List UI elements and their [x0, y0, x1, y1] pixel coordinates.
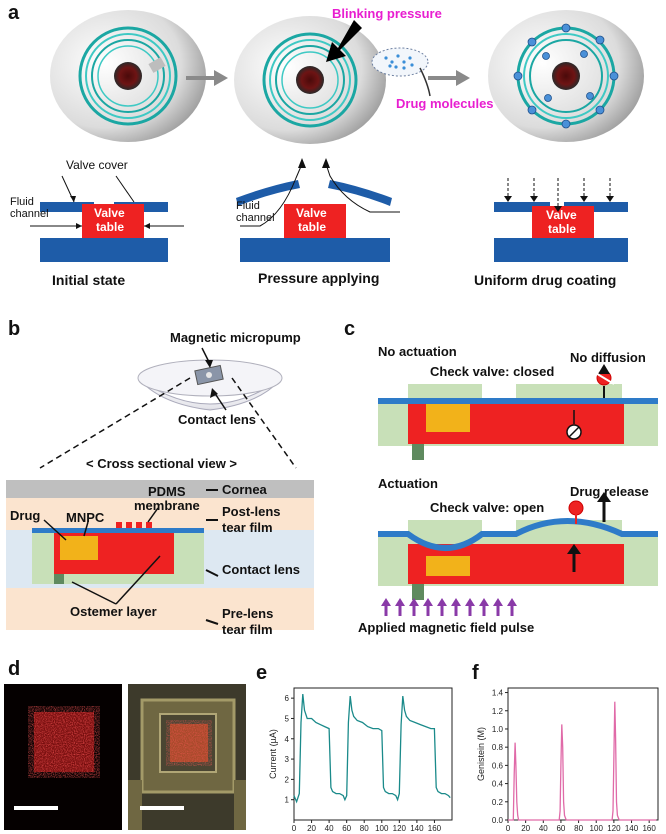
label-cornea: Cornea — [222, 482, 267, 497]
x-tick-label: 0 — [292, 824, 297, 833]
label-table-3: table — [548, 222, 577, 236]
label-actuation: Actuation — [378, 476, 438, 491]
y-tick-label: 2 — [285, 775, 290, 784]
plot-frame-e — [293, 687, 453, 821]
scale-bar — [140, 806, 184, 810]
y-tick-label: 6 — [285, 694, 290, 703]
y-tick-label: 5 — [285, 714, 290, 723]
x-tick-label: 160 — [642, 824, 656, 833]
label-no-diffusion: No diffusion — [570, 350, 646, 365]
plot-frame-f — [507, 687, 659, 821]
label-pdms-1: PDMS — [148, 484, 186, 499]
scale-bar — [14, 806, 58, 810]
post-lens-tear-film — [6, 498, 314, 530]
series-line-f — [508, 701, 657, 821]
label-channel-1: channel — [10, 208, 49, 220]
label-check-closed: Check valve: closed — [430, 364, 555, 379]
label-valve-3: Valve — [546, 208, 577, 222]
x-tick-label: 80 — [574, 824, 583, 833]
label-drug-molecules: Drug molecules — [396, 96, 494, 111]
label-channel-2: channel — [236, 212, 275, 224]
label-post-lens-1: Post-lens — [222, 504, 281, 519]
y-tick-label: 0.4 — [492, 780, 504, 789]
pre-lens-tear-film — [6, 588, 314, 630]
x-tick-label: 20 — [521, 824, 530, 833]
y-tick-label: 0.2 — [492, 798, 504, 807]
arrow-right-icon — [428, 70, 470, 86]
x-tick-label: 0 — [506, 824, 511, 833]
panel-letter-a: a — [8, 2, 20, 24]
label-ostemer: Ostemer layer — [70, 604, 157, 619]
x-tick-label: 160 — [428, 824, 442, 833]
label-magnetic-micropump: Magnetic micropump — [170, 330, 301, 345]
label-valve-cover: Valve cover — [66, 158, 128, 172]
label-contact-lens: Contact lens — [222, 562, 301, 577]
cornea-layer — [6, 480, 314, 498]
y-tick-label: 0.8 — [492, 743, 504, 752]
eye-pressure — [234, 16, 431, 144]
label-valve-1: Valve — [94, 206, 125, 220]
y-tick-label: 1.2 — [492, 707, 504, 716]
label-field-pulse: Applied magnetic field pulse — [358, 620, 535, 635]
x-tick-label: 40 — [539, 824, 548, 833]
label-valve-2: Valve — [296, 206, 327, 220]
x-tick-label: 100 — [590, 824, 604, 833]
panel-letter-d: d — [8, 658, 21, 680]
y-tick-label: 1.0 — [492, 725, 504, 734]
panel-letter-f: f — [472, 662, 479, 684]
y-tick-label: 1.4 — [492, 689, 504, 698]
label-mnpc: MNPC — [66, 510, 105, 525]
label-cross-section: < Cross sectional view > — [86, 456, 238, 471]
panel-letter-c: c — [344, 318, 356, 340]
valve-uniform — [494, 178, 628, 262]
label-fluid-1: Fluid — [10, 196, 34, 208]
label-blinking-pressure: Blinking pressure — [332, 6, 442, 21]
label-check-open: Check valve: open — [430, 500, 545, 515]
x-tick-label: 40 — [325, 824, 334, 833]
valve-initial — [30, 175, 184, 262]
label-fluid-2: Fluid — [236, 200, 260, 212]
x-tick-label: 60 — [556, 824, 565, 833]
y-tick-label: 3 — [285, 755, 290, 764]
eye-uniform-coating — [488, 10, 644, 142]
x-tick-label: 100 — [375, 824, 389, 833]
label-drug: Drug — [10, 508, 41, 523]
y-tick-label: 0.6 — [492, 761, 504, 770]
label-pre-lens-2: tear film — [222, 622, 273, 637]
label-table-2: table — [298, 220, 327, 234]
label-table-1: table — [96, 220, 125, 234]
label-pdms-2: membrane — [134, 498, 200, 513]
label-uniform-coating: Uniform drug coating — [474, 272, 617, 288]
y-axis-label: Genistein (M) — [476, 727, 486, 781]
y-tick-label: 4 — [285, 735, 290, 744]
y-tick-label: 1 — [285, 796, 290, 805]
label-contact-lens-top: Contact lens — [178, 412, 257, 427]
label-pressure-applying: Pressure applying — [258, 270, 380, 286]
arrow-right-icon — [186, 70, 228, 86]
x-tick-label: 60 — [342, 824, 351, 833]
x-tick-label: 140 — [625, 824, 639, 833]
panel-letter-b: b — [8, 318, 21, 340]
label-pre-lens-1: Pre-lens — [222, 606, 274, 621]
y-tick-label: 0.0 — [492, 816, 504, 825]
x-tick-label: 140 — [410, 824, 424, 833]
x-tick-label: 120 — [607, 824, 621, 833]
label-drug-release: Drug release — [570, 484, 649, 499]
series-line-e — [293, 694, 451, 804]
valve-pressure — [236, 158, 400, 262]
x-tick-label: 120 — [393, 824, 407, 833]
eye-initial — [50, 10, 206, 142]
label-initial-state: Initial state — [52, 272, 126, 288]
label-no-actuation: No actuation — [378, 344, 457, 359]
panel-letter-e: e — [256, 662, 268, 684]
x-tick-label: 20 — [307, 824, 316, 833]
y-axis-label: Current (µA) — [268, 729, 278, 779]
x-tick-label: 80 — [360, 824, 369, 833]
label-post-lens-2: tear film — [222, 520, 273, 535]
